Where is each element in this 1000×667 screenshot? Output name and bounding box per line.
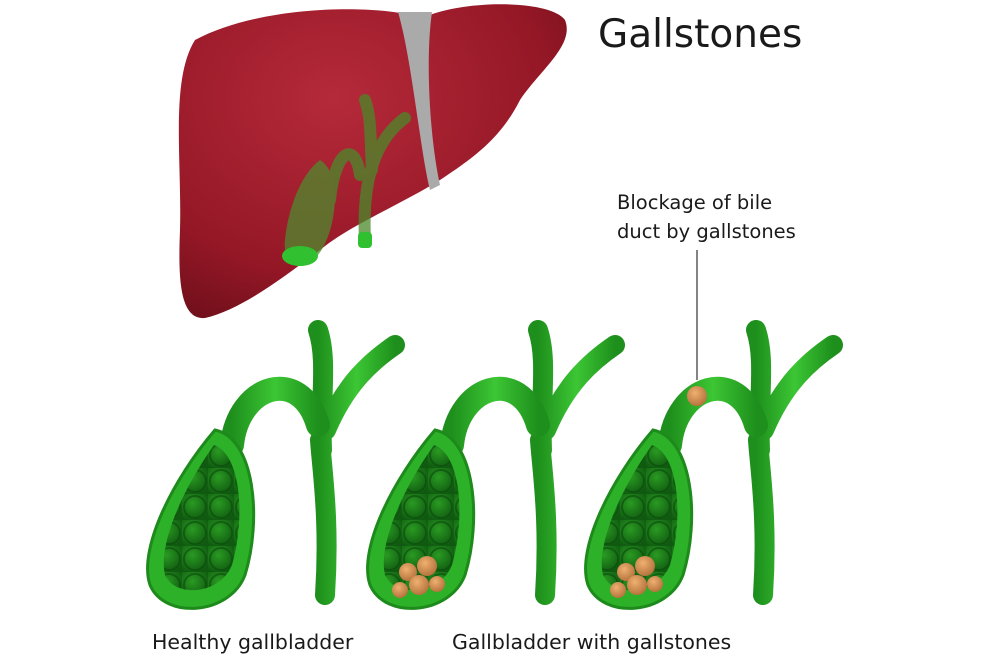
gallbladder-with-stones-1 (368, 330, 615, 608)
gallbladder-with-stones-2 (586, 330, 833, 608)
ligament (398, 12, 440, 190)
blockage-annotation: Blockage of bile duct by gallstones (617, 188, 796, 246)
duct-blocking-stone (687, 386, 707, 406)
gallstones (392, 556, 445, 598)
gallstones (610, 556, 663, 598)
healthy-gallbladder (148, 330, 395, 608)
annotation-line-1: Blockage of bile (617, 191, 773, 214)
diagram-title: Gallstones (598, 12, 803, 57)
gallstones-label: Gallbladder with gallstones (452, 630, 732, 654)
gallbladder-tip (282, 246, 318, 266)
annotation-line-2: duct by gallstones (617, 220, 796, 243)
liver (178, 4, 567, 319)
liver-gallbladder (284, 94, 411, 264)
healthy-label: Healthy gallbladder (152, 630, 354, 654)
